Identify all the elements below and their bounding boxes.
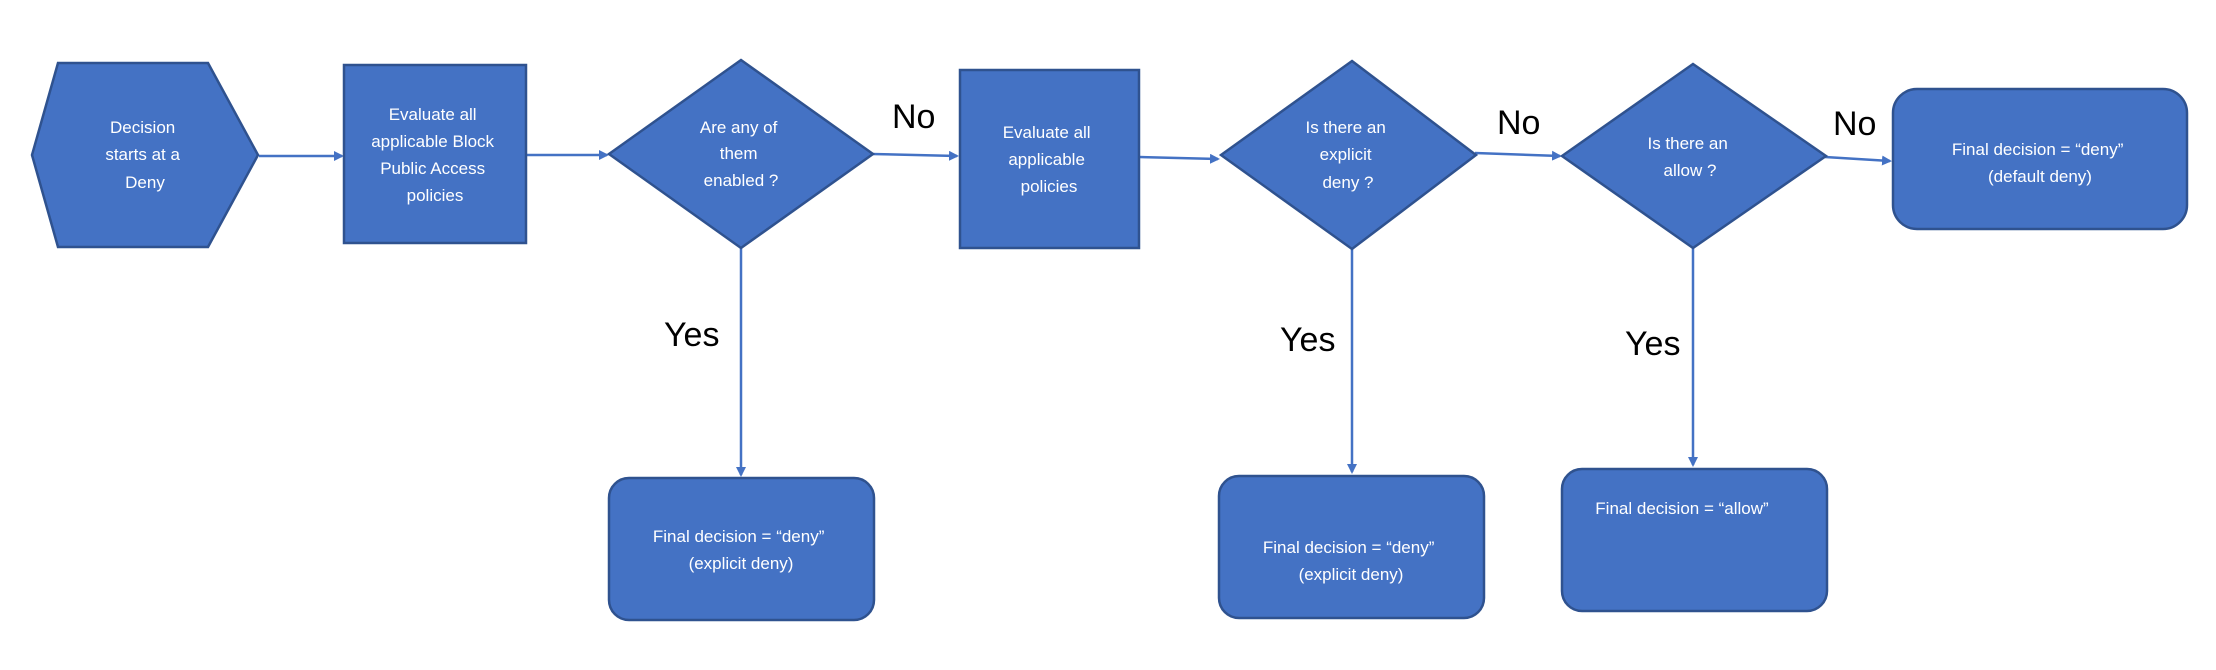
- start-node: Decision starts at a Deny: [30, 61, 260, 249]
- start-node-text: Decision starts at a Deny: [105, 118, 184, 192]
- any-enabled-decision-text: Are any of them enabled ?: [700, 118, 782, 190]
- final-explicit-deny-2-line-1: Final decision = “deny”: [1263, 538, 1435, 557]
- final-explicit-deny-1-line-1: Final decision = “deny”: [653, 527, 825, 546]
- connector-explicit-deny-no: [1474, 150, 1562, 161]
- evaluate-policies-line-3: policies: [1021, 177, 1078, 196]
- final-default-deny-line-1: Final decision = “deny”: [1952, 140, 2124, 159]
- start-node-line-2: starts at a: [105, 145, 180, 164]
- evaluate-policies-node-text: Evaluate all applicable policies: [1003, 123, 1096, 196]
- allow-line-1: Is there an: [1647, 134, 1727, 153]
- start-node-line-1: Decision: [110, 118, 175, 137]
- final-explicit-deny-1-text: Final decision = “deny” (explicit deny): [653, 527, 829, 573]
- evaluate-policies-line-1: Evaluate all: [1003, 123, 1091, 142]
- edge-label-explicit-deny-yes: Yes: [1280, 321, 1335, 359]
- evaluate-bpa-node-text: Evaluate all applicable Block Public Acc…: [371, 105, 499, 205]
- explicit-deny-line-3: deny ?: [1322, 173, 1373, 192]
- evaluate-bpa-line-3: Public Access: [380, 159, 485, 178]
- any-enabled-decision: Are any of them enabled ?: [606, 58, 876, 250]
- edge-label-allow-no: No: [1833, 105, 1876, 143]
- allow-decision: Is there an allow ?: [1559, 62, 1829, 250]
- final-default-deny-node: Final decision = “deny” (default deny): [1891, 87, 2189, 231]
- any-enabled-line-1: Are any of: [700, 118, 778, 137]
- final-explicit-deny-node-2: Final decision = “deny” (explicit deny): [1217, 474, 1486, 620]
- explicit-deny-decision-text: Is there an explicit deny ?: [1305, 118, 1390, 192]
- evaluate-bpa-line-2: applicable Block: [371, 132, 494, 151]
- final-allow-text: Final decision = “allow”: [1595, 499, 1769, 518]
- final-allow-node: Final decision = “allow”: [1560, 467, 1829, 613]
- connector-allow-no: [1824, 155, 1892, 166]
- edge-label-any-enabled-yes: Yes: [664, 316, 719, 354]
- explicit-deny-line-2: explicit: [1320, 145, 1372, 164]
- evaluate-policies-node: Evaluate all applicable policies: [958, 68, 1141, 250]
- evaluate-bpa-line-1: Evaluate all: [389, 105, 477, 124]
- final-default-deny-line-2: (default deny): [1988, 167, 2092, 186]
- evaluate-bpa-line-4: policies: [407, 186, 464, 205]
- connector-evaluate-policies-to-explicit-deny: [1138, 153, 1220, 164]
- any-enabled-line-3: enabled ?: [704, 171, 779, 190]
- explicit-deny-decision: Is there an explicit deny ?: [1218, 59, 1479, 251]
- edge-label-allow-yes: Yes: [1625, 325, 1680, 363]
- edge-label-any-enabled-no: No: [892, 98, 935, 136]
- evaluate-bpa-node: Evaluate all applicable Block Public Acc…: [342, 63, 528, 245]
- final-allow-line-1: Final decision = “allow”: [1595, 499, 1769, 518]
- final-default-deny-text: Final decision = “deny” (default deny): [1952, 140, 2128, 186]
- final-explicit-deny-2-line-2: (explicit deny): [1299, 565, 1404, 584]
- allow-decision-text: Is there an allow ?: [1647, 134, 1732, 180]
- edge-label-explicit-deny-no: No: [1497, 104, 1540, 142]
- evaluate-policies-line-2: applicable: [1008, 150, 1085, 169]
- final-explicit-deny-node-1: Final decision = “deny” (explicit deny): [607, 476, 876, 622]
- explicit-deny-line-1: Is there an: [1305, 118, 1385, 137]
- start-node-line-3: Deny: [125, 173, 165, 192]
- allow-line-2: allow ?: [1664, 161, 1717, 180]
- final-explicit-deny-2-text: Final decision = “deny” (explicit deny): [1263, 538, 1439, 584]
- final-explicit-deny-1-line-2: (explicit deny): [689, 554, 794, 573]
- any-enabled-line-2: them: [720, 144, 758, 163]
- connector-any-enabled-no: [871, 150, 959, 161]
